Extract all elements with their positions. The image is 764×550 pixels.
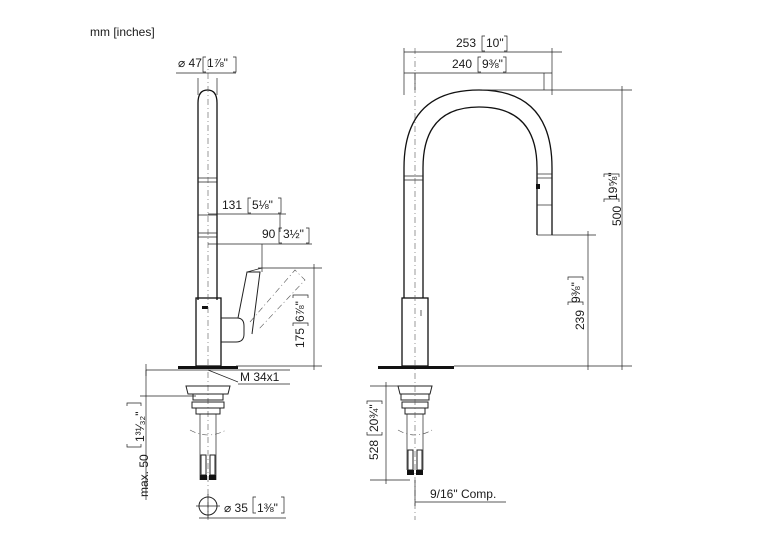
dim-500-in: 19⅝" — [606, 172, 620, 200]
front-base-plate — [378, 366, 454, 369]
front-spout-outer — [403, 89, 553, 298]
dim-240: 240 — [452, 57, 472, 71]
dim-90: 90 — [262, 227, 276, 241]
front-view-dimensions: 253 10" 240 9⅜" 500 19⅝" 239 9⅜" 528 — [366, 35, 632, 506]
dim-253-in: 10" — [486, 36, 504, 50]
dim-131: 131 — [222, 198, 242, 212]
dim-diameter-bottom-in: 1⅜" — [257, 501, 278, 515]
side-view — [178, 60, 306, 520]
dim-239-in: 9⅜" — [569, 282, 583, 303]
side-view-dimensions: ⌀ 47 1⅞" 131 5⅛" 90 3½" 175 6⅞" M 34x1 — [126, 56, 322, 519]
dim-253: 253 — [456, 36, 476, 50]
lever-handle — [237, 271, 261, 335]
dim-239: 239 — [573, 310, 587, 330]
side-spout-body — [197, 89, 218, 300]
dim-175-in: 6⅞" — [293, 301, 307, 322]
dim-diameter-bottom: ⌀ 35 — [224, 501, 248, 515]
front-view — [378, 48, 553, 520]
dim-528-in: 20¾" — [367, 404, 381, 432]
lever-hub — [221, 317, 245, 343]
side-base-plate — [178, 366, 238, 369]
dim-max50-in: 1³¹⁄₃₂" — [133, 412, 147, 442]
dim-528: 528 — [367, 440, 381, 460]
dim-500: 500 — [610, 206, 624, 226]
front-spout-inner — [422, 106, 538, 298]
side-body — [195, 297, 222, 367]
dim-diameter-top: ⌀ 47 — [178, 56, 202, 70]
dim-175: 175 — [293, 328, 307, 348]
dim-240-in: 9⅜" — [482, 57, 503, 71]
dim-max50: max. 50 — [137, 454, 151, 497]
dim-diameter-top-in: 1⅞" — [207, 56, 228, 70]
dim-thread: M 34x1 — [240, 370, 280, 384]
units-note: mm [inches] — [90, 25, 155, 39]
dim-131-in: 5⅛" — [252, 198, 273, 212]
dim-90-in: 3½" — [283, 227, 304, 241]
dim-comp: 9/16" Comp. — [430, 487, 496, 501]
